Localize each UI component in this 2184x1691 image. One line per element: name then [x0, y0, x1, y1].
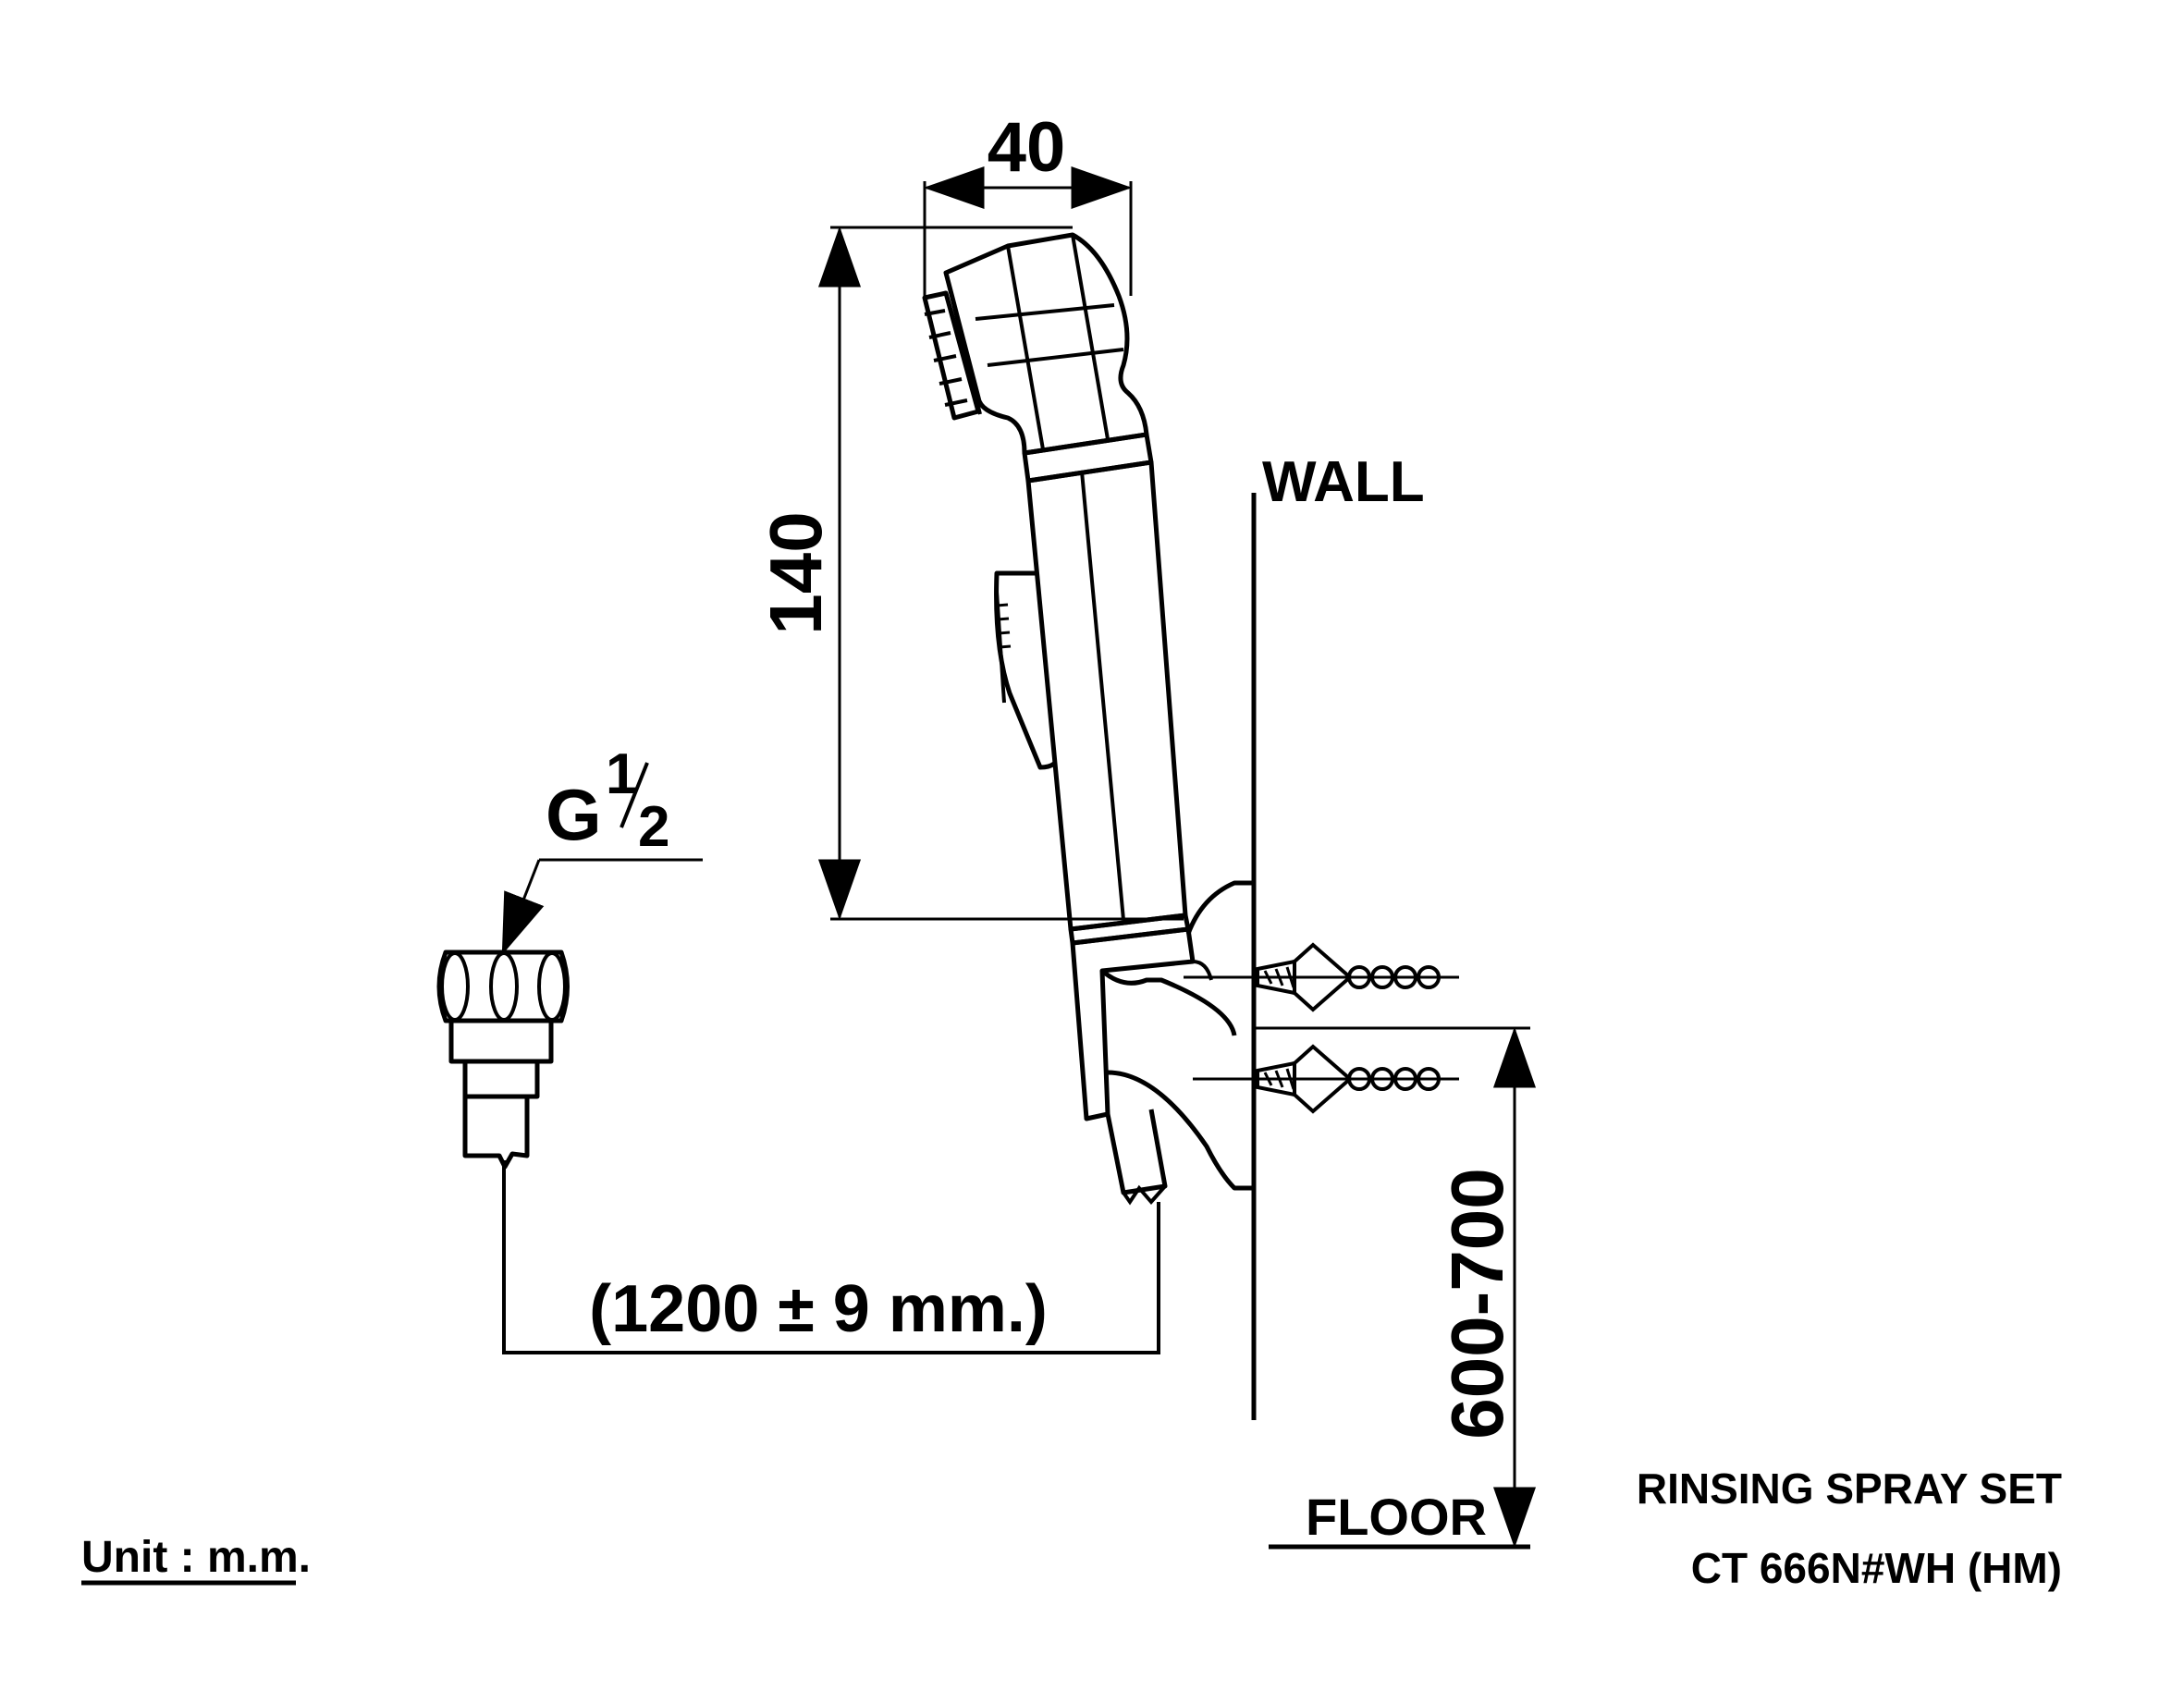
dimension-mount-height: 600-700	[1256, 1026, 1537, 1550]
dimension-width: 40	[923, 108, 1133, 296]
unit-label: Unit : m.m.	[81, 1533, 311, 1582]
dimension-height: 140	[755, 226, 1184, 921]
thread-g-label: G	[546, 774, 602, 855]
connector-nut	[436, 950, 570, 1170]
wall-label: WALL	[1262, 450, 1425, 514]
model-number: CT 666N#WH (HM)	[1691, 1544, 2062, 1592]
unit-note: Unit : m.m.	[81, 1533, 311, 1586]
anchor-screw-bottom	[1193, 1044, 1459, 1114]
dimension-mount-height-label: 600-700	[1436, 1168, 1518, 1440]
dimension-height-label: 140	[755, 511, 837, 634]
thread-callout: G 1 2	[501, 742, 703, 956]
title-block: RINSING SPRAY SET CT 666N#WH (HM)	[1637, 1464, 2062, 1592]
dimension-hose-length: (1200 ± 9 mm.)	[502, 1160, 1160, 1354]
anchor-screw-top	[1184, 942, 1459, 1012]
dimension-hose-length-label: (1200 ± 9 mm.)	[589, 1272, 1048, 1346]
wall-holder	[1070, 880, 1257, 1206]
dimension-width-label: 40	[988, 108, 1066, 187]
spray-head	[922, 232, 1191, 946]
thread-fraction-denominator: 2	[638, 795, 669, 859]
wall: WALL	[1251, 450, 1425, 1420]
floor-label: FLOOR	[1306, 1488, 1487, 1546]
product-name: RINSING SPRAY SET	[1637, 1464, 2062, 1513]
